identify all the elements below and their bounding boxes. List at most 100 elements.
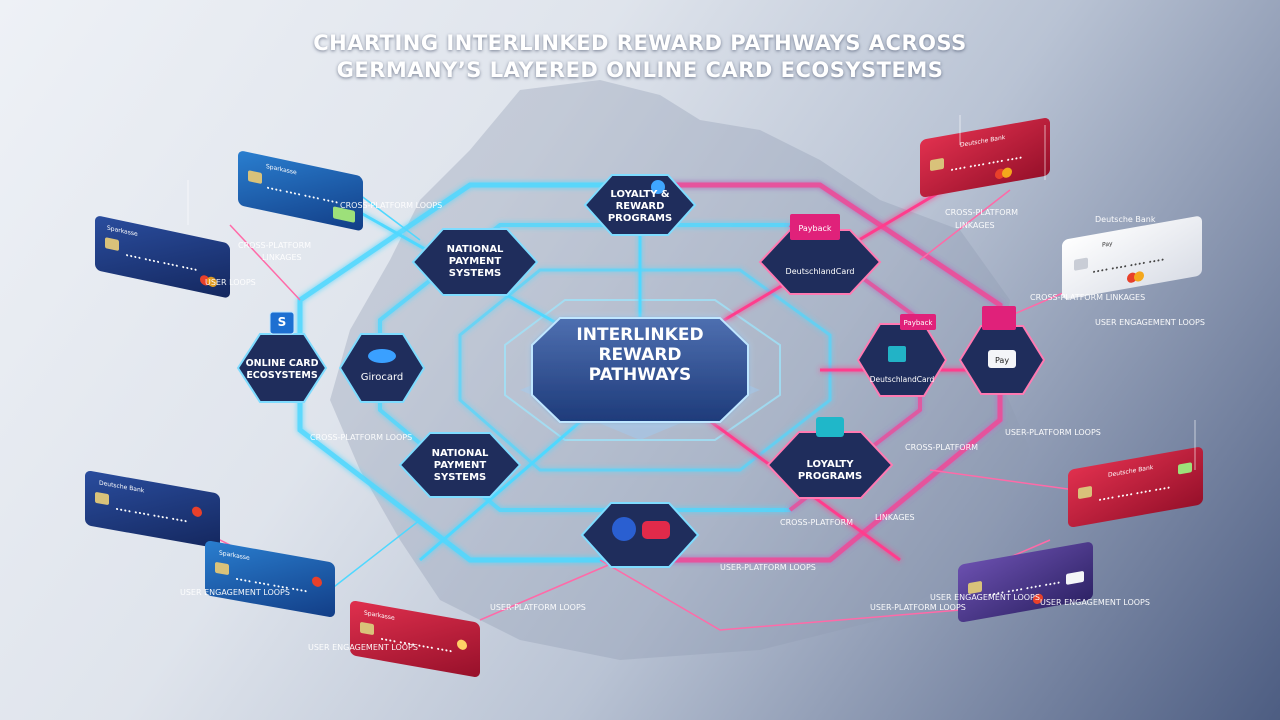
innermost-ring (504, 299, 781, 441)
node-pay-right[interactable]: Pay (958, 306, 1046, 395)
edge-label: LINKAGES (955, 221, 995, 230)
card-pay: Pay (1102, 240, 1113, 249)
chip-icon (248, 170, 262, 184)
hub-label-2: REWARD (598, 345, 681, 365)
card-blue-top-left[interactable]: Sparkasse •••• •••• •••• •••• (238, 150, 363, 232)
node-text: SYSTEMS (434, 472, 486, 483)
edge-label: USER-PLATFORM LOOPS (490, 603, 586, 612)
edge-label: CROSS-PLATFORM LOOPS (310, 433, 412, 442)
card-logo (333, 206, 355, 223)
node-text: LOYALTY & (610, 189, 669, 200)
edge-label: CROSS-PLATFORM (945, 208, 1018, 217)
node-app-icons-bottom[interactable] (580, 502, 700, 568)
node-online-card-ecosystems[interactable]: S ONLINE CARD ECOSYSTEMS (236, 311, 328, 403)
edge-label: USER ENGAGEMENT LOOPS (1040, 598, 1150, 607)
edge-label: USER ENGAGEMENT LOOPS (930, 593, 1040, 602)
edge-label: CROSS-PLATFORM (780, 518, 853, 527)
edge-label: USER-PLATFORM LOOPS (720, 563, 816, 572)
chip-icon (95, 492, 109, 505)
mastercard-icon (192, 506, 202, 517)
card-red-bottom[interactable]: Sparkasse •••• •••• •••• •••• (350, 600, 480, 678)
edge-label: CROSS-PLATFORM (905, 443, 978, 452)
node-text: NATIONAL (447, 244, 504, 255)
edge-label: CROSS-PLATFORM (238, 241, 311, 250)
mastercard-icon (207, 276, 217, 287)
card-icon (888, 346, 906, 362)
node-loyalty-programs-bottom[interactable]: LOYALTY PROGRAMS (766, 417, 894, 499)
loyalty-card-icon (816, 417, 844, 437)
card-navy-bottom-left[interactable]: Deutsche Bank •••• •••• •••• •••• (85, 470, 220, 549)
edge-label: USER-PLATFORM LOOPS (870, 603, 966, 612)
node-payback-right[interactable]: Payback DeutschlandCard (856, 314, 948, 397)
card-purple-bottom-right[interactable]: •••• •••• •••• •••• (958, 541, 1093, 623)
node-text: PAYMENT (434, 460, 487, 471)
edge-label: LINKAGES (875, 513, 915, 522)
node-text: PROGRAMS (798, 471, 862, 482)
node-text: ONLINE CARD (246, 358, 319, 369)
app-icon (642, 521, 670, 539)
node-national-payment-top[interactable]: NATIONAL PAYMENT SYSTEMS (411, 228, 539, 296)
app-icon (612, 517, 636, 541)
node-text: Girocard (361, 372, 403, 383)
edge-label: USER-PLATFORM LOOPS (1005, 428, 1101, 437)
chip-icon (360, 622, 374, 635)
hub-label-3: PATHWAYS (589, 365, 692, 385)
card-red-top-right[interactable]: Deutsche Bank •••• •••• •••• •••• (920, 117, 1050, 198)
marker-lines (187, 115, 1196, 470)
mastercard-icon (1002, 167, 1012, 178)
chip-icon (1074, 257, 1088, 271)
sparkasse-icon (269, 311, 295, 335)
node-text: LOYALTY (807, 459, 855, 470)
chip-icon (105, 237, 119, 251)
node-text: NATIONAL (432, 448, 489, 459)
node-text: ECOSYSTEMS (246, 370, 318, 381)
edge-label: CROSS-PLATFORM LINKAGES (1030, 293, 1145, 302)
pay-badge (1066, 571, 1084, 585)
chip-icon (968, 581, 982, 594)
node-text: PAYMENT (449, 256, 502, 267)
mastercard-icon (457, 639, 467, 650)
node-text: DeutschlandCard (786, 267, 855, 276)
edge-label: USER ENGAGEMENT LOOPS (1095, 318, 1205, 327)
card-logo (1178, 462, 1192, 475)
mastercard-icon (1134, 271, 1144, 282)
node-girocard[interactable]: Girocard (338, 333, 426, 403)
pay-tag: Pay (995, 356, 1009, 365)
payback-tag: Payback (798, 224, 831, 233)
chip-icon (930, 158, 944, 171)
card-red-right[interactable]: Deutsche Bank •••• •••• •••• •••• (1068, 446, 1203, 528)
coin-stack-icon (368, 349, 396, 363)
edge-label: LINKAGES (262, 253, 302, 262)
card-white-right[interactable]: Pay •••• •••• •••• •••• (1062, 215, 1202, 300)
edge-label: USER ENGAGEMENT LOOPS (180, 588, 290, 597)
loyalty-icon (651, 180, 665, 194)
node-text: SYSTEMS (449, 268, 501, 279)
node-payback-top[interactable]: Payback DeutschlandCard (758, 214, 882, 295)
ticket-icon (982, 306, 1016, 330)
edge-label: USER ENGAGEMENT LOOPS (308, 643, 418, 652)
title-line-2: GERMANY’S LAYERED ONLINE CARD ECOSYSTEMS (336, 58, 944, 82)
chip-icon (1078, 486, 1092, 499)
node-text: REWARD (616, 201, 665, 212)
payback-badge (900, 314, 936, 330)
edge-labels: CROSS-PLATFORM LINKAGES USER LOOPS CROSS… (180, 201, 1205, 652)
hub-label-1: INTERLINKED (576, 325, 703, 345)
node-loyalty-reward-top[interactable]: LOYALTY & REWARD PROGRAMS (583, 174, 697, 236)
card-navy-left[interactable]: Sparkasse •••• •••• •••• •••• (95, 215, 230, 299)
center-hub[interactable]: INTERLINKED REWARD PATHWAYS (520, 317, 760, 440)
chip-icon (215, 562, 229, 575)
node-text: DeutschlandCard (870, 375, 935, 384)
title-line-1: CHARTING INTERLINKED REWARD PATHWAYS ACR… (313, 31, 967, 55)
mastercard-icon (312, 576, 322, 587)
edge-label: CROSS-PLATFORM LOOPS (340, 201, 442, 210)
page-title: CHARTING INTERLINKED REWARD PATHWAYS ACR… (140, 30, 1140, 84)
edge-label: Deutsche Bank (1095, 215, 1156, 224)
mastercard-icon (1033, 593, 1043, 604)
payback-badge (790, 214, 840, 240)
node-national-payment-bottom[interactable]: NATIONAL PAYMENT SYSTEMS (398, 432, 522, 498)
edge-label: USER LOOPS (205, 278, 256, 287)
node-text: PROGRAMS (608, 213, 672, 224)
card-blue-bottom-left[interactable]: Sparkasse •••• •••• •••• •••• (205, 540, 335, 618)
payback-tag: Payback (904, 319, 934, 327)
